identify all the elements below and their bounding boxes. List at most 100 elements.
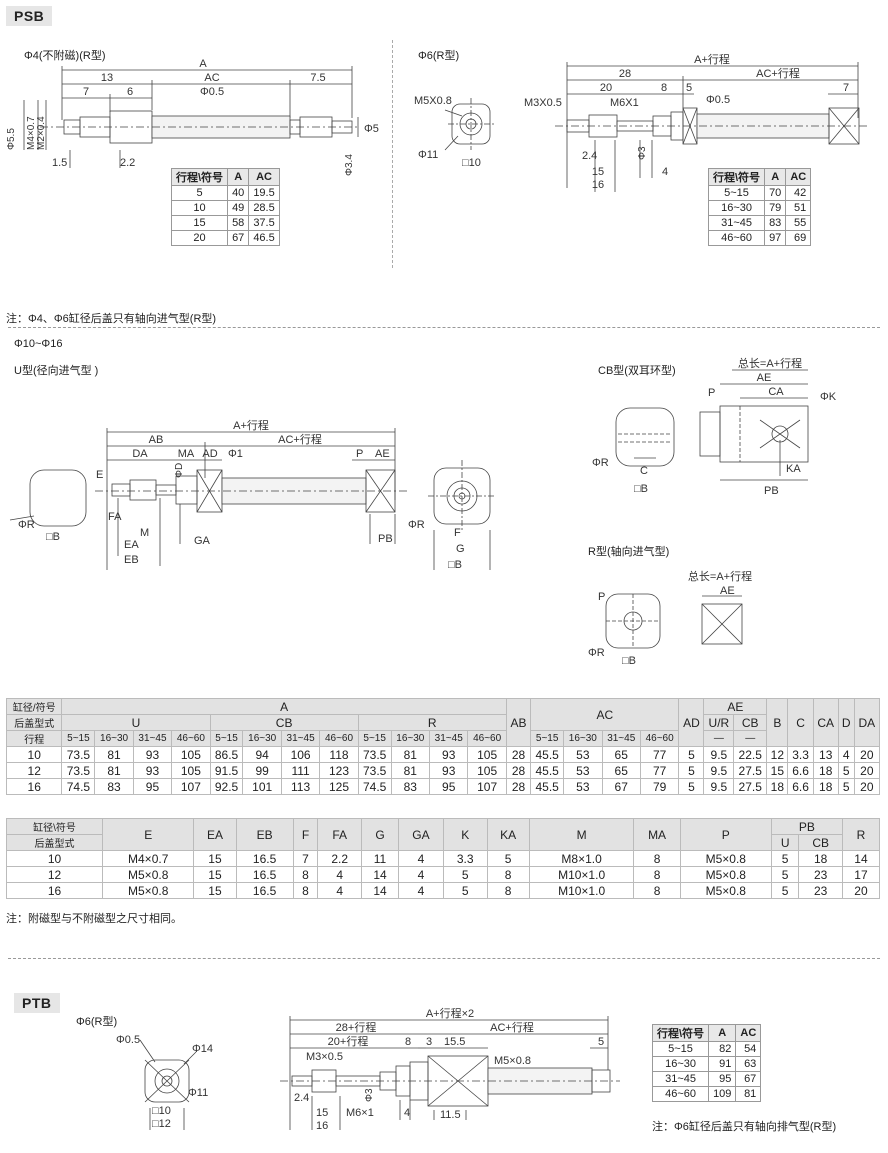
- table-cell: 10: [5, 746, 63, 763]
- u-dim-m: M: [140, 527, 149, 539]
- psb-phi4-dim-p55: Φ5.5: [6, 128, 17, 150]
- table-cell: 73.5: [61, 762, 96, 779]
- cb-dim-p: P: [708, 387, 715, 399]
- ptb-dim-acstroke: AC+行程: [490, 1021, 534, 1034]
- cb-dim-ae: AE: [757, 372, 772, 384]
- ptb-dim-m3: M3×0.5: [306, 1051, 343, 1063]
- psb-phi6-dim-m3: M3X0.5: [524, 97, 562, 109]
- table-cell: 9.5: [703, 778, 735, 795]
- psb-phi4-dim-7: 7: [83, 86, 89, 98]
- table-cell: 95: [429, 778, 469, 795]
- ptb-dim-15: 15: [316, 1107, 328, 1119]
- psb-phi4-dim-p34: Φ3.4: [344, 154, 355, 176]
- table-cell: 79: [639, 778, 680, 795]
- cb-dim-pb: PB: [764, 485, 779, 497]
- table-cell: 23: [798, 882, 843, 899]
- ptb-title: Φ6(R型): [76, 1016, 118, 1028]
- psb-phi6-dim-apstroke: A+行程: [694, 53, 730, 66]
- ptb-note: 注：Φ6缸径后盖只有轴向排气型(R型): [652, 1121, 837, 1133]
- table-cell: 81: [390, 746, 431, 763]
- table-cell: 93: [429, 746, 469, 763]
- cb-dim-r: ΦR: [592, 457, 609, 469]
- table-cell: 20: [841, 882, 881, 899]
- mid-range-title: Φ10~Φ16: [14, 338, 63, 350]
- table-cell: 5: [770, 882, 800, 899]
- psb-phi6-dim-p05: Φ0.5: [706, 94, 730, 106]
- ptb-dim-p11: Φ11: [188, 1087, 208, 1099]
- r-dim-p: P: [598, 591, 605, 603]
- table-cell: 105: [171, 746, 211, 763]
- table-cell: 74.5: [61, 778, 96, 795]
- ptb-dim-8: 8: [405, 1036, 411, 1048]
- psb-badge: PSB: [6, 6, 53, 26]
- table-cell: 74.5: [357, 778, 392, 795]
- table-cell: M10×1.0: [528, 882, 635, 899]
- table-cell: 83: [390, 778, 431, 795]
- table-cell: 45.5: [530, 762, 565, 779]
- table-cell: 5: [837, 778, 855, 795]
- psb-note: 注：Φ4、Φ6缸径后盖只有轴向进气型(R型): [6, 313, 217, 325]
- table-cell: 15: [193, 882, 237, 899]
- table-cell: 106: [280, 746, 321, 763]
- table-cell: 93: [132, 746, 173, 763]
- table-cell: 5: [678, 778, 705, 795]
- psb-phi4-dim-p5: Φ5: [364, 123, 379, 135]
- ptb-dim-11-5: 11.5: [440, 1109, 461, 1121]
- table-cell: 18: [812, 778, 839, 795]
- psb-phi4-drawing: A 13 AC 7.5 7 6 Φ0.5 Φ5 1.5 2.2 Φ5.5 M4×…: [6, 53, 870, 192]
- psb-phi4-dim-7-5: 7.5: [310, 72, 325, 84]
- u-dim-e: E: [96, 469, 103, 481]
- ptb-dim-sq10: □10: [152, 1105, 171, 1117]
- table-cell: 14: [841, 850, 881, 867]
- u-dim-pb: PB: [378, 533, 393, 545]
- u-dim-acstroke: AC+行程: [278, 433, 322, 446]
- u-dim-f: F: [454, 527, 461, 539]
- table-cell: 99: [242, 762, 282, 779]
- table-cell: 27.5: [733, 762, 768, 779]
- psb-phi6-dim-20: 20: [600, 82, 612, 94]
- psb-phi4-dim-13: 13: [101, 72, 113, 84]
- ptb-badge: PTB: [14, 993, 60, 1013]
- table-cell: 95: [132, 778, 173, 795]
- ptb-dim-m6: M6×1: [346, 1107, 374, 1119]
- table-cell: 18: [766, 778, 789, 795]
- psb-phi6-dim-15: 15: [592, 166, 604, 178]
- psb-phi6-dim-5: 5: [686, 82, 692, 94]
- mid-r-title: R型(轴向进气型): [588, 546, 670, 558]
- table-cell: 92.5: [209, 778, 244, 795]
- table-cell: 18: [812, 762, 839, 779]
- r-dim-b: □B: [622, 655, 636, 667]
- u-dim-r: ΦR: [18, 519, 35, 531]
- ptb-dim-3: 3: [426, 1036, 432, 1048]
- u-dim-ab: AB: [149, 434, 164, 446]
- table-cell: 45.5: [530, 778, 565, 795]
- u-dim-apstroke: A+行程: [233, 419, 269, 432]
- table-cell: 73.5: [357, 762, 392, 779]
- r-dim-total: 总长=A+行程: [688, 569, 752, 583]
- mid-drawings: ΦR □B A+行程 AB AC+行程 DA MA AD Φ1 P AE E F…: [9, 356, 837, 667]
- table-cell: 101: [242, 778, 282, 795]
- u-dim-ad: AD: [202, 448, 217, 460]
- psb-phi6-dim-4: 4: [662, 166, 668, 178]
- r-dim-r: ΦR: [588, 647, 605, 659]
- table-cell: 6.6: [787, 778, 814, 795]
- table-cell: 125: [319, 778, 359, 795]
- ptb-dim-2-4: 2.4: [294, 1092, 309, 1104]
- psb-phi6-dim-16: 16: [592, 179, 604, 191]
- table-cell: 8: [486, 882, 530, 899]
- u-dim-fa: FA: [108, 511, 122, 523]
- psb-phi4-dim-ac: AC: [204, 72, 219, 84]
- table-cell: 12: [5, 866, 104, 883]
- table-cell: 8: [633, 882, 681, 899]
- psb-phi4-title: Φ4(不附磁)(R型): [24, 50, 106, 62]
- u-dim-da: DA: [132, 448, 148, 460]
- table-cell: 9.5: [703, 762, 735, 779]
